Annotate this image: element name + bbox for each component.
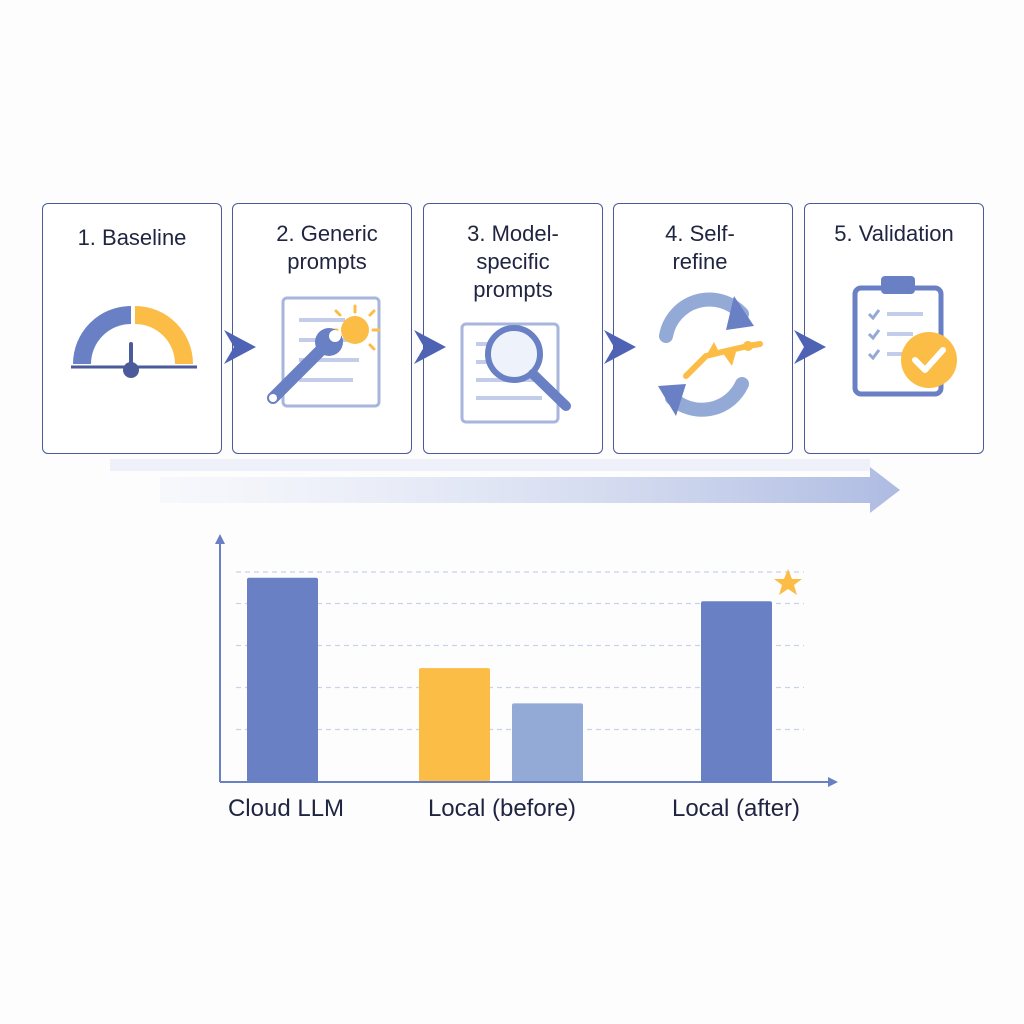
- step-title: 5. Validation: [834, 221, 954, 246]
- refresh-cycle-icon: [658, 292, 763, 417]
- step-arrow-2: [414, 330, 446, 364]
- step-title: 1. Baseline: [77, 225, 187, 250]
- step-title: 4. Self-refine: [665, 221, 735, 274]
- y-axis-arrow: [215, 534, 225, 544]
- step-card-baseline: 1. Baseline: [42, 203, 222, 454]
- star-icon: [774, 569, 802, 595]
- category-label-local-after: Local (after): [671, 795, 801, 822]
- bar-local-after-1: [701, 601, 772, 782]
- magnifier-document-icon: [460, 322, 571, 424]
- bar-chart: [215, 534, 838, 787]
- step-arrow-3: [604, 330, 636, 364]
- category-label-local-before: Local (before): [427, 795, 577, 822]
- category-label-cloud-llm: Cloud LLM: [227, 795, 345, 822]
- clipboard-check-icon: [852, 276, 957, 397]
- step-card-model-specific-prompts: 3. Model-specific prompts: [423, 203, 603, 454]
- step-arrow-4: [794, 330, 826, 364]
- progress-flow-arrow: [110, 459, 900, 513]
- gauge-icon: [71, 306, 197, 378]
- step-card-validation: 5. Validation: [804, 203, 984, 454]
- x-axis-arrow: [828, 777, 838, 787]
- bars: [247, 577, 772, 782]
- bar-local-before-2: [512, 703, 583, 782]
- step-arrow-1: [224, 330, 256, 364]
- step-card-generic-prompts: 2. Generic prompts: [232, 203, 412, 454]
- wrench-document-icon: [267, 296, 381, 408]
- step-card-self-refine: 4. Self-refine: [613, 203, 793, 454]
- step-title: 2. Generic prompts: [276, 221, 378, 274]
- bar-local-before-1: [419, 668, 490, 782]
- bar-cloud-llm-1: [247, 577, 318, 782]
- step-title: 3. Model-specific prompts: [467, 221, 559, 302]
